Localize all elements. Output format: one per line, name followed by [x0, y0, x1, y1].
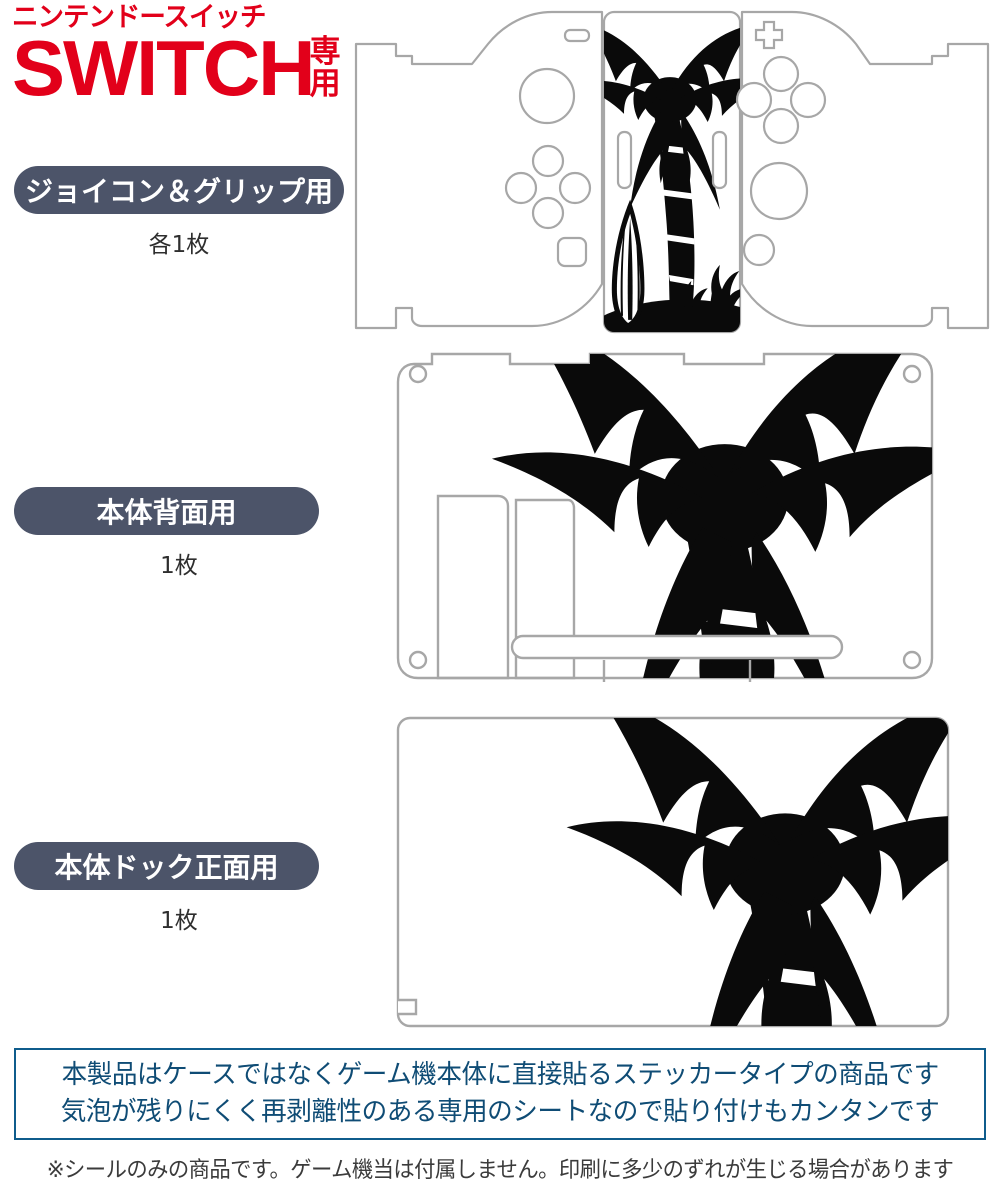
notice-line-2: 気泡が残りにくく再剥離性のある専用のシートなので貼り付けもカンタンです [60, 1097, 940, 1127]
exclusive-suffix-char-1: 専 [309, 34, 341, 70]
dpad-left-outline [504, 171, 538, 205]
dock-side-notch [398, 998, 418, 1016]
joycon-left-buttons [504, 28, 592, 268]
exclusive-suffix: 専 用 [309, 34, 341, 102]
grip-center-panel [602, 10, 742, 334]
notice-line-1: 本製品はケースではなくゲーム機本体に直接貼るステッカータイプの商品です [61, 1060, 939, 1091]
badge-joycon-grip: ジョイコン＆グリップ用 [14, 166, 344, 214]
console-back-features [408, 364, 922, 682]
screw-hole-top-left [408, 364, 428, 384]
count-console-back: 1枚 [160, 553, 198, 579]
console-back-skin-preview [392, 348, 952, 688]
grip-rail-left-outline [616, 130, 633, 190]
brand-title: SWITCH [12, 24, 316, 112]
dpad-down-outline [531, 196, 565, 230]
product-notice-box: 本製品はケースではなくゲーム機本体に直接貼るステッカータイプの商品です 気泡が残… [14, 1048, 986, 1140]
exclusive-suffix-char-2: 用 [309, 65, 341, 102]
brand-title-row: SWITCH 専 用 [12, 24, 352, 112]
badge-console-back: 本体背面用 [14, 487, 319, 535]
capture-button-outline [556, 236, 588, 268]
right-analog-stick-outline [749, 161, 809, 221]
section-label-joycon: ジョイコン＆グリップ用 各1枚 [14, 166, 344, 259]
left-analog-stick-outline [518, 67, 576, 125]
dpad-up-outline [531, 144, 565, 178]
screw-hole-top-right [902, 364, 922, 384]
kickstand-inner-outline [514, 498, 576, 680]
bottom-notch-marks [602, 660, 752, 682]
cartridge-slot-outline [510, 634, 844, 660]
dpad-right-outline [558, 171, 592, 205]
joycon-and-grip-skin-preview [352, 8, 992, 338]
plus-button-outline [754, 20, 784, 50]
disclaimer-text: ※シールのみの商品です。ゲーム機当は付属しません。印刷に多少のずれが生じる場合が… [46, 1158, 954, 1183]
joycon-left-outline [354, 10, 604, 330]
count-dock-front: 1枚 [160, 908, 198, 934]
section-label-dock-front: 本体ドック正面用 1枚 [14, 842, 344, 935]
kana-title: ニンテンドースイッチ [12, 2, 266, 33]
button-y-outline [735, 81, 773, 119]
home-button-outline [742, 233, 776, 267]
page-title: ニンテンドースイッチ SWITCH 専 用 [12, 4, 352, 124]
minus-button-outline [563, 28, 591, 43]
screw-hole-bottom-left [408, 650, 428, 670]
button-x-outline [762, 55, 800, 93]
joycon-right-buttons [735, 20, 827, 267]
kickstand-outline [436, 494, 510, 680]
count-joycon-grip: 各1枚 [148, 232, 210, 258]
section-label-console-back: 本体背面用 1枚 [14, 487, 344, 580]
button-b-outline [762, 107, 800, 145]
grip-rail-right-outline [711, 130, 728, 190]
dock-front-skin-preview [392, 710, 957, 1032]
button-a-outline [789, 81, 827, 119]
badge-dock-front: 本体ドック正面用 [14, 842, 319, 890]
screw-hole-bottom-right [902, 650, 922, 670]
